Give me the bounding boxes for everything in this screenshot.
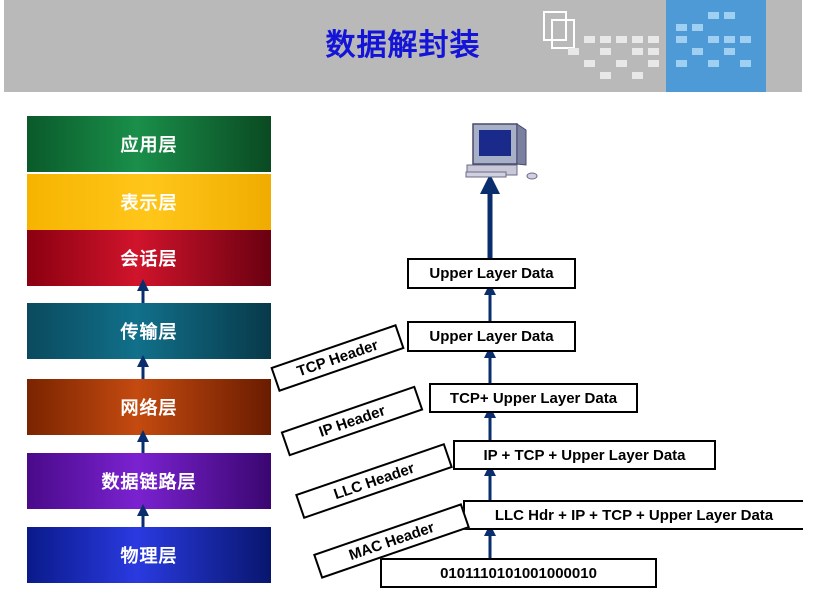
layer-presentation: 表示层 xyxy=(27,174,271,230)
layer-label: 应用层 xyxy=(120,135,178,156)
banner-decoration xyxy=(543,0,766,92)
layer-physical: 物理层 xyxy=(27,527,271,583)
layer-application: 应用层 xyxy=(27,116,271,172)
data-box-tcp: TCP+ Upper Layer Data xyxy=(429,383,638,413)
data-box-label: 0101110101001000010 xyxy=(440,564,597,582)
layer-network: 网络层 xyxy=(27,379,271,435)
layer-label: 表示层 xyxy=(120,193,178,214)
computer-icon xyxy=(465,123,538,180)
layer-label: 会话层 xyxy=(120,249,178,270)
page-title: 数据解封装 xyxy=(325,28,481,63)
layer-label: 物理层 xyxy=(120,546,178,567)
data-box-label: Upper Layer Data xyxy=(429,328,554,345)
layer-label: 数据链路层 xyxy=(101,472,197,493)
title-banner: 数据解封装 xyxy=(4,0,802,92)
layer-label: 传输层 xyxy=(120,322,178,343)
data-box-bits: 0101110101001000010 xyxy=(380,558,657,588)
data-box-ip: IP + TCP + Upper Layer Data xyxy=(453,440,716,470)
data-box-upper-layer-top: Upper Layer Data xyxy=(407,258,576,289)
data-box-upper-layer: Upper Layer Data xyxy=(407,321,576,352)
layer-transport: 传输层 xyxy=(27,303,271,359)
data-box-label: Upper Layer Data xyxy=(429,265,554,282)
data-box-label: TCP+ Upper Layer Data xyxy=(449,389,618,407)
layer-session: 会话层 xyxy=(27,230,271,286)
layer-data-link: 数据链路层 xyxy=(27,453,271,509)
data-box-label: IP + TCP + Upper Layer Data xyxy=(483,446,686,464)
data-box-llc: LLC Hdr + IP + TCP + Upper Layer Data xyxy=(463,500,803,530)
data-box-label: LLC Hdr + IP + TCP + Upper Layer Data xyxy=(494,506,774,524)
layer-label: 网络层 xyxy=(120,398,178,419)
